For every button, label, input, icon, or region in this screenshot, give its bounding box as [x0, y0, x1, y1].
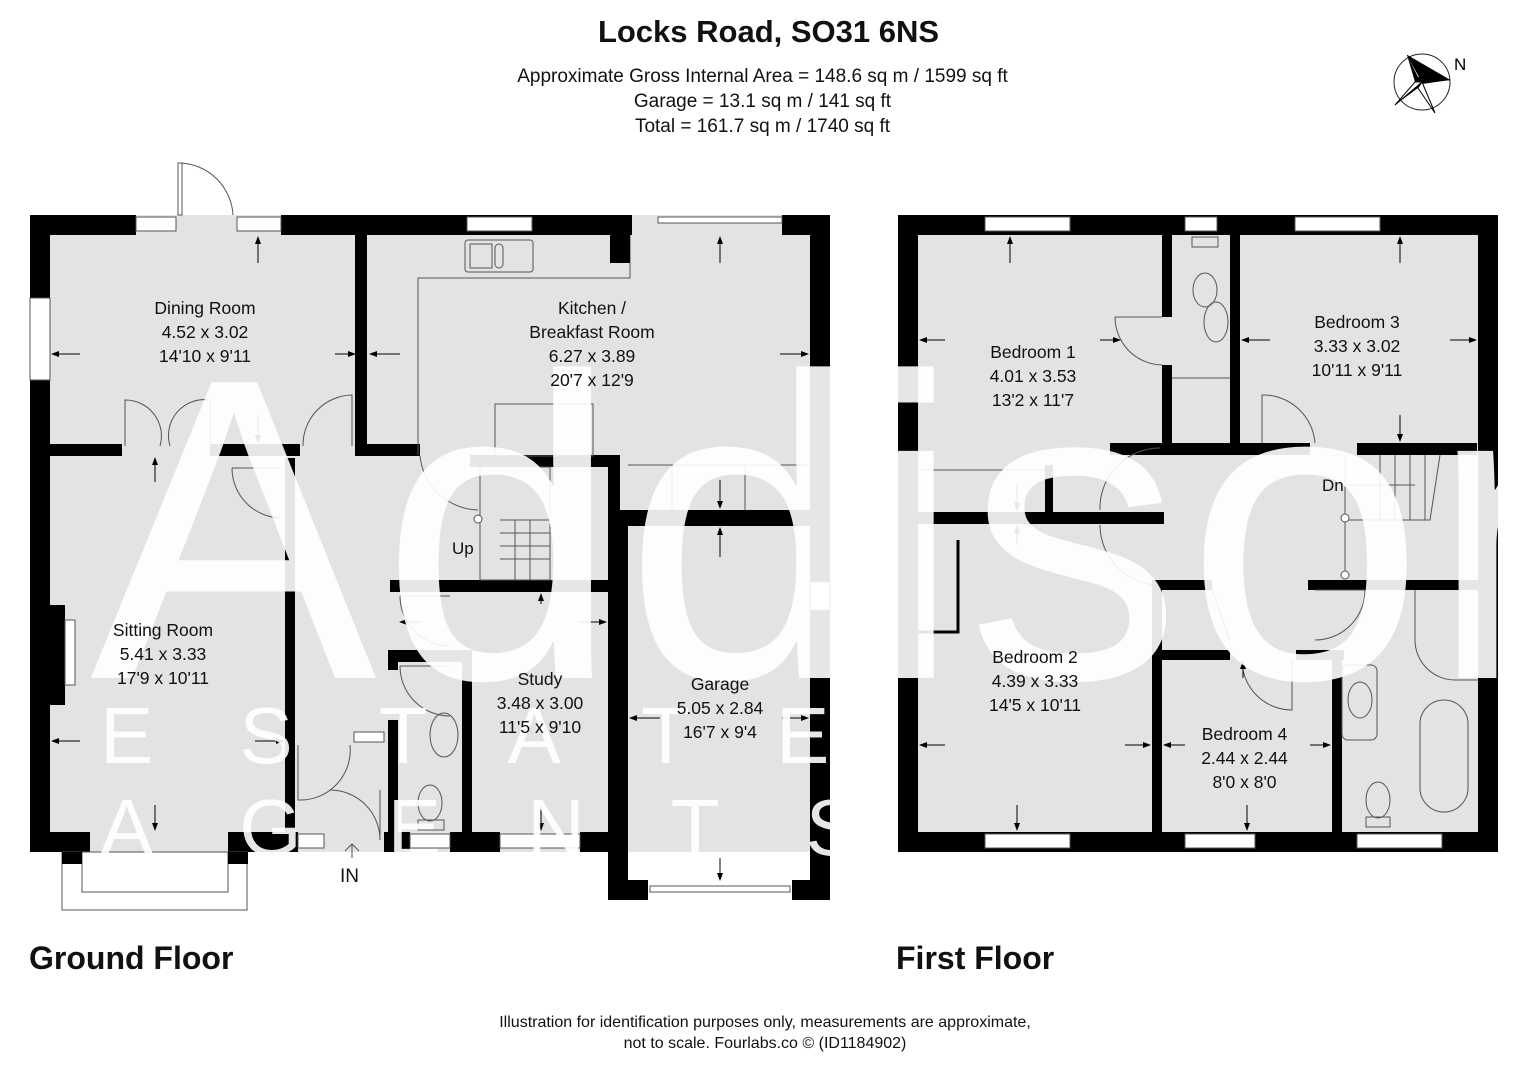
- room-imperial: 20'7 x 12'9: [550, 370, 634, 390]
- room-name: Kitchen /: [557, 298, 627, 318]
- watermark-brand: Addison: [90, 290, 1525, 770]
- room-imperial: 8'0 x 8'0: [1212, 772, 1277, 792]
- gross-internal-area: Approximate Gross Internal Area = 148.6 …: [517, 66, 1008, 87]
- room-dining-room: Dining Room 4.52 x 3.02 14'10 x 9'11: [110, 296, 300, 368]
- room-imperial: 10'11 x 9'11: [1311, 360, 1403, 380]
- entrance-label: IN: [340, 866, 359, 887]
- room-metric: 2.44 x 2.44: [1201, 748, 1288, 768]
- first-floor-plan: [898, 215, 1498, 852]
- room-name: Study: [517, 669, 563, 689]
- room-imperial: 11'5 x 9'10: [498, 717, 582, 737]
- room-name: Garage: [690, 674, 750, 694]
- room-metric: 4.39 x 3.33: [991, 671, 1079, 691]
- compass-north-label: N: [1454, 55, 1466, 74]
- room-name: Sitting Room: [112, 620, 214, 640]
- watermark-tagline: ESTATE AGENTS: [100, 691, 945, 872]
- room-study: Study 3.48 x 3.00 11'5 x 9'10: [470, 667, 610, 739]
- room-name: Bedroom 4: [1201, 724, 1288, 744]
- room-name: Bedroom 3: [1314, 312, 1400, 332]
- stairs-down-label: Dn: [1322, 476, 1344, 495]
- room-metric: 3.48 x 3.00: [496, 693, 584, 713]
- room-bedroom-2: Bedroom 2 4.39 x 3.33 14'5 x 10'11: [960, 645, 1110, 717]
- page-title: Locks Road, SO31 6NS: [597, 14, 940, 49]
- room-metric: 6.27 x 3.89: [548, 346, 636, 366]
- disclaimer-line-2: not to scale. Fourlabs.co © (ID1184902): [623, 1035, 907, 1052]
- garage-area: Garage = 13.1 sq m / 141 sq ft: [633, 91, 892, 112]
- room-name: Dining Room: [154, 298, 256, 318]
- room-kitchen-breakfast: Kitchen / Breakfast Room 6.27 x 3.89 20'…: [497, 296, 687, 392]
- room-sitting-room: Sitting Room 5.41 x 3.33 17'9 x 10'11: [68, 618, 258, 690]
- room-metric: 4.52 x 3.02: [161, 322, 249, 342]
- room-bedroom-4: Bedroom 4 2.44 x 2.44 8'0 x 8'0: [1172, 722, 1317, 794]
- room-imperial: 13'2 x 11'7: [991, 390, 1075, 410]
- total-area: Total = 161.7 sq m / 1740 sq ft: [634, 116, 891, 137]
- room-name: Bedroom 2: [992, 647, 1078, 667]
- ground-floor-plan: [29, 162, 831, 911]
- room-metric: 5.41 x 3.33: [119, 644, 207, 664]
- room-metric: 4.01 x 3.53: [989, 366, 1077, 386]
- room-imperial: 14'10 x 9'11: [159, 346, 251, 366]
- compass-rose-icon: N: [1393, 53, 1466, 114]
- room-name-line2: Breakfast Room: [529, 322, 655, 342]
- room-imperial: 16'7 x 9'4: [683, 722, 757, 742]
- ground-floor-label: Ground Floor: [29, 940, 234, 976]
- room-garage: Garage 5.05 x 2.84 16'7 x 9'4: [640, 672, 800, 744]
- disclaimer-line-1: Illustration for identification purposes…: [499, 1014, 1031, 1031]
- room-imperial: 17'9 x 10'11: [117, 668, 209, 688]
- first-floor-label: First Floor: [896, 940, 1055, 976]
- room-name: Bedroom 1: [990, 342, 1076, 362]
- room-bedroom-1: Bedroom 1 4.01 x 3.53 13'2 x 11'7: [958, 340, 1108, 412]
- stairs-up-label: Up: [452, 539, 474, 558]
- room-metric: 5.05 x 2.84: [676, 698, 764, 718]
- room-metric: 3.33 x 3.02: [1313, 336, 1401, 356]
- room-imperial: 14'5 x 10'11: [989, 695, 1081, 715]
- room-bedroom-3: Bedroom 3 3.33 x 3.02 10'11 x 9'11: [1282, 310, 1432, 382]
- compass: N: [1390, 50, 1480, 125]
